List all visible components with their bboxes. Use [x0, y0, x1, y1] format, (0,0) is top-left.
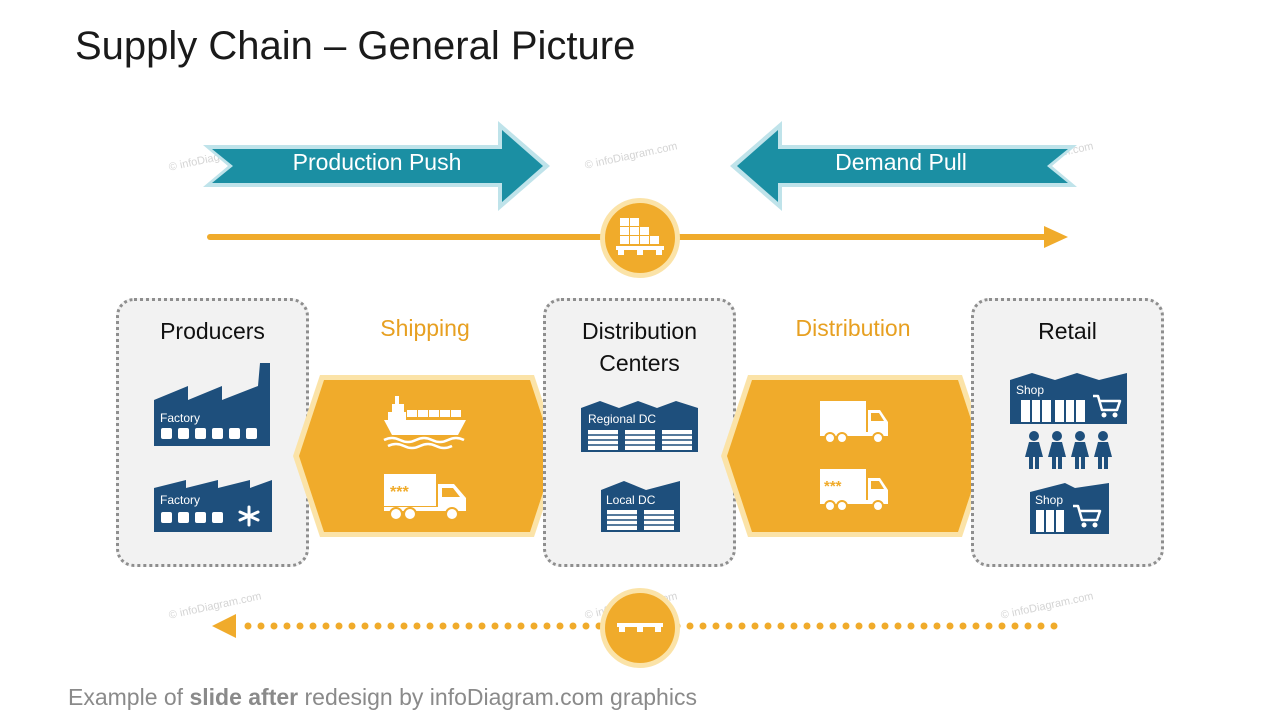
producers-label: Producers: [160, 318, 265, 344]
shop-label: Shop: [1016, 383, 1044, 397]
factory-gear-icon: Factory: [154, 480, 272, 532]
regional-dc-label: Regional DC: [588, 412, 656, 426]
distribution-centers-label: Distribution Centers: [543, 315, 736, 379]
factory-label: Factory: [160, 493, 200, 507]
retail-label: Retail: [1038, 318, 1097, 344]
shop-icon: Shop: [1010, 373, 1127, 424]
distribution-centers-label-line2: Centers: [599, 350, 680, 376]
demand-pull-label: Demand Pull: [835, 149, 967, 175]
local-dc-icon: Local DC: [601, 481, 680, 532]
boxes-pallet-icon: [600, 198, 680, 278]
shop-icon: Shop: [1030, 483, 1109, 534]
delivery-truck-icon: ***: [384, 474, 466, 521]
shipping-label: Shipping: [380, 315, 470, 341]
shipping-hexagon: [293, 375, 561, 537]
cargo-ship-icon: [383, 396, 466, 450]
delivery-truck-icon: ***: [820, 469, 888, 512]
distribution-label: Distribution: [795, 315, 911, 341]
production-push-arrow: [203, 121, 550, 211]
footer-suffix: redesign by infoDiagram.com graphics: [298, 684, 697, 710]
local-dc-label: Local DC: [606, 493, 656, 507]
factory-label: Factory: [160, 411, 200, 425]
distribution-centers-label-line1: Distribution: [581, 318, 698, 344]
pallet-return-arrow: [212, 614, 1070, 638]
demand-pull-arrow: [730, 121, 1077, 211]
truck-marks: ***: [824, 478, 842, 495]
regional-dc-icon: Regional DC: [581, 401, 698, 452]
watermark: © infoDiagram.com: [583, 140, 679, 172]
distribution-hexagon: [721, 375, 989, 537]
factory-icon: Factory: [154, 363, 270, 446]
pallet-icon: [600, 588, 680, 668]
shop-label: Shop: [1035, 493, 1063, 507]
truck-icon: [820, 401, 888, 444]
footer-bold: slide after: [189, 684, 299, 710]
page-title: Supply Chain – General Picture: [75, 24, 636, 68]
footer-prefix: Example of: [68, 684, 190, 710]
truck-marks: ***: [390, 484, 409, 501]
production-push-label: Production Push: [292, 149, 462, 175]
footer-credit: Example of slide after redesign by infoD…: [68, 684, 697, 711]
customers-icon: [1025, 431, 1112, 469]
